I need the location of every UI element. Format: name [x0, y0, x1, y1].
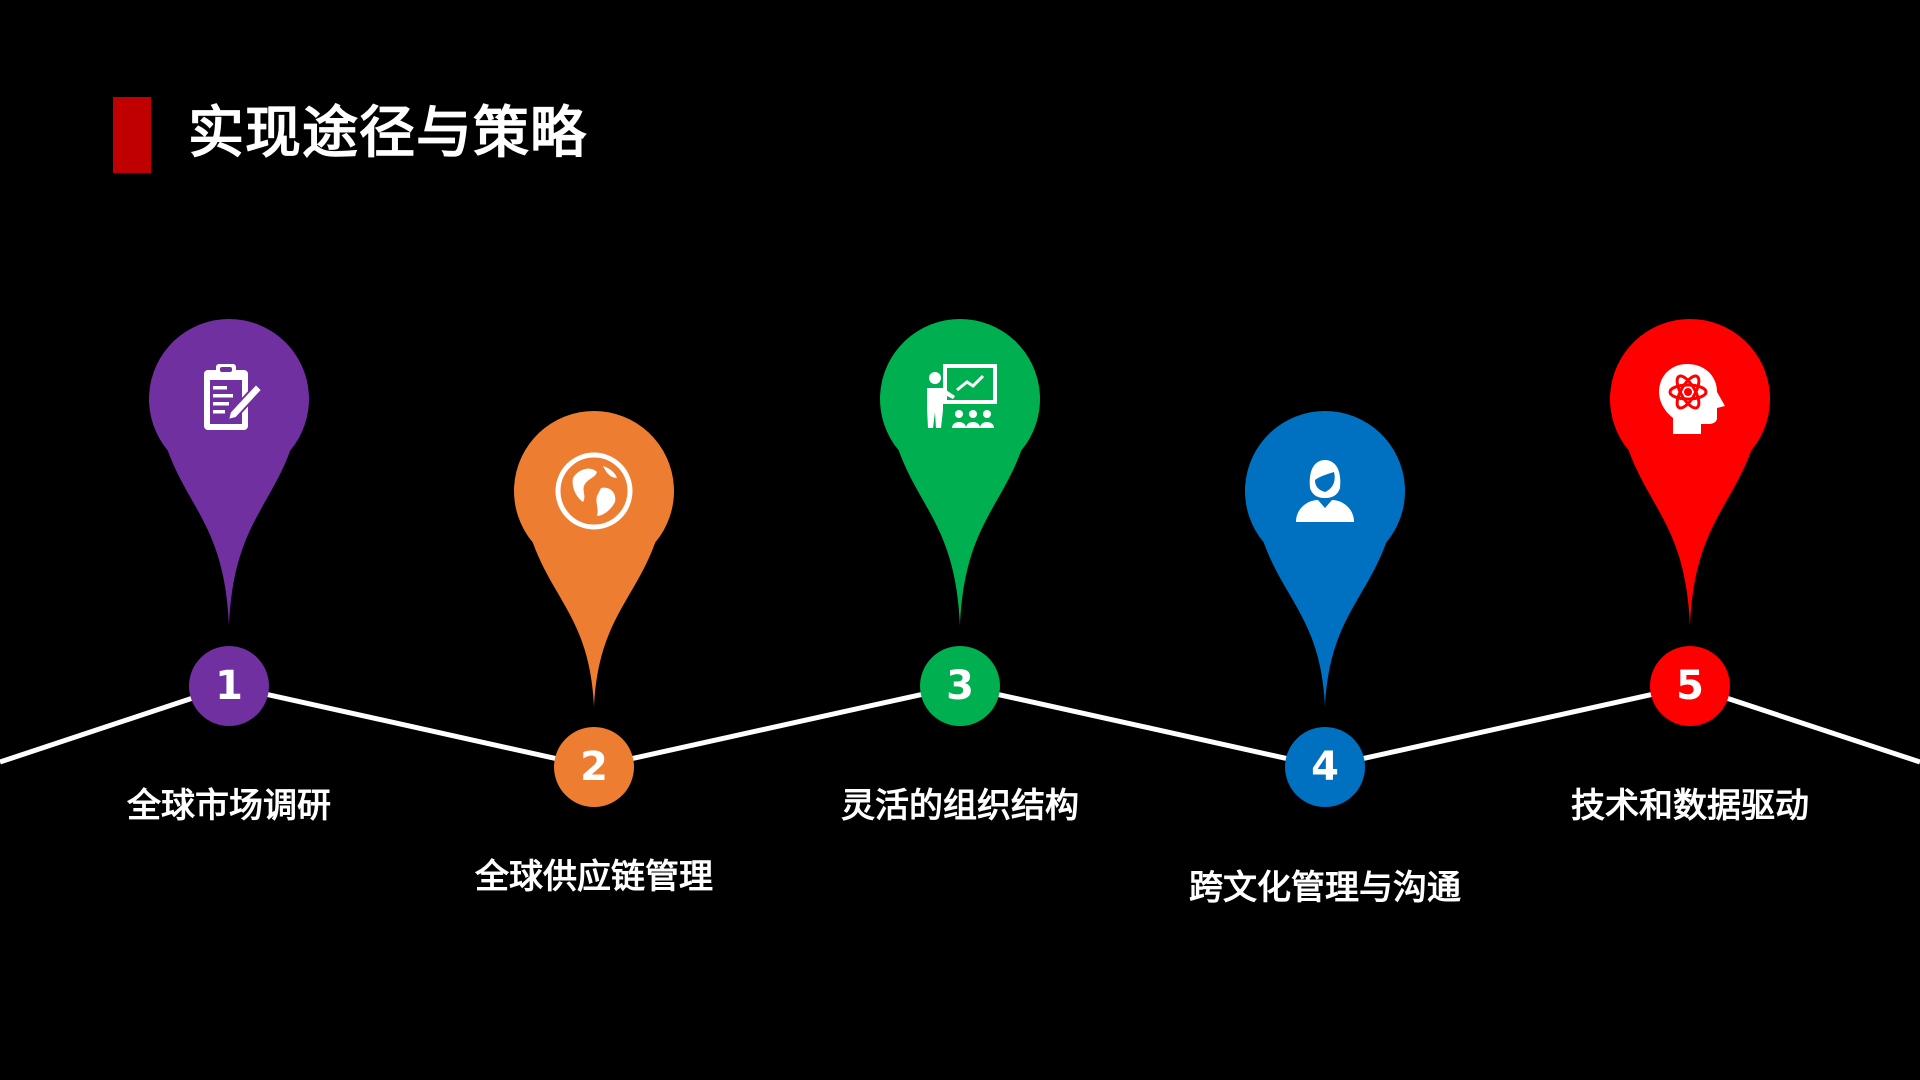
- clipboard-edit-icon: [186, 356, 272, 442]
- brain-atom-icon: [1647, 356, 1733, 442]
- pin-marker: [1610, 318, 1770, 626]
- step-label: 技术和数据驱动: [1571, 786, 1809, 826]
- step-label: 全球供应链管理: [475, 857, 713, 897]
- number-circle: [920, 646, 1000, 726]
- step-label: 跨文化管理与沟通: [1189, 868, 1461, 908]
- number-circle: [1285, 727, 1365, 807]
- pin-marker: [880, 318, 1040, 626]
- teacher-presentation-icon: [917, 356, 1003, 442]
- step-number: 5: [1676, 663, 1704, 709]
- step-number: 3: [946, 663, 974, 709]
- pin-marker: [148, 318, 309, 626]
- step-number: 4: [1311, 744, 1339, 790]
- step-number: 1: [215, 663, 243, 709]
- step-2: [514, 410, 674, 807]
- title-accent-bar: [113, 97, 151, 173]
- number-circle: [1650, 646, 1730, 726]
- step-5: [1610, 318, 1770, 726]
- globe-icon: [551, 448, 637, 534]
- page-title: 实现途径与策略: [188, 101, 587, 166]
- step-number: 2: [580, 744, 608, 790]
- step-label: 灵活的组织结构: [841, 786, 1079, 826]
- pin-marker: [514, 410, 674, 707]
- step-1: [148, 318, 309, 726]
- number-circle: [554, 727, 634, 807]
- pin-marker: [1245, 410, 1405, 707]
- woman-user-icon: [1282, 448, 1368, 534]
- number-circle: [189, 646, 269, 726]
- step-4: [1245, 410, 1405, 807]
- step-3: [880, 318, 1040, 726]
- step-label: 全球市场调研: [127, 786, 331, 826]
